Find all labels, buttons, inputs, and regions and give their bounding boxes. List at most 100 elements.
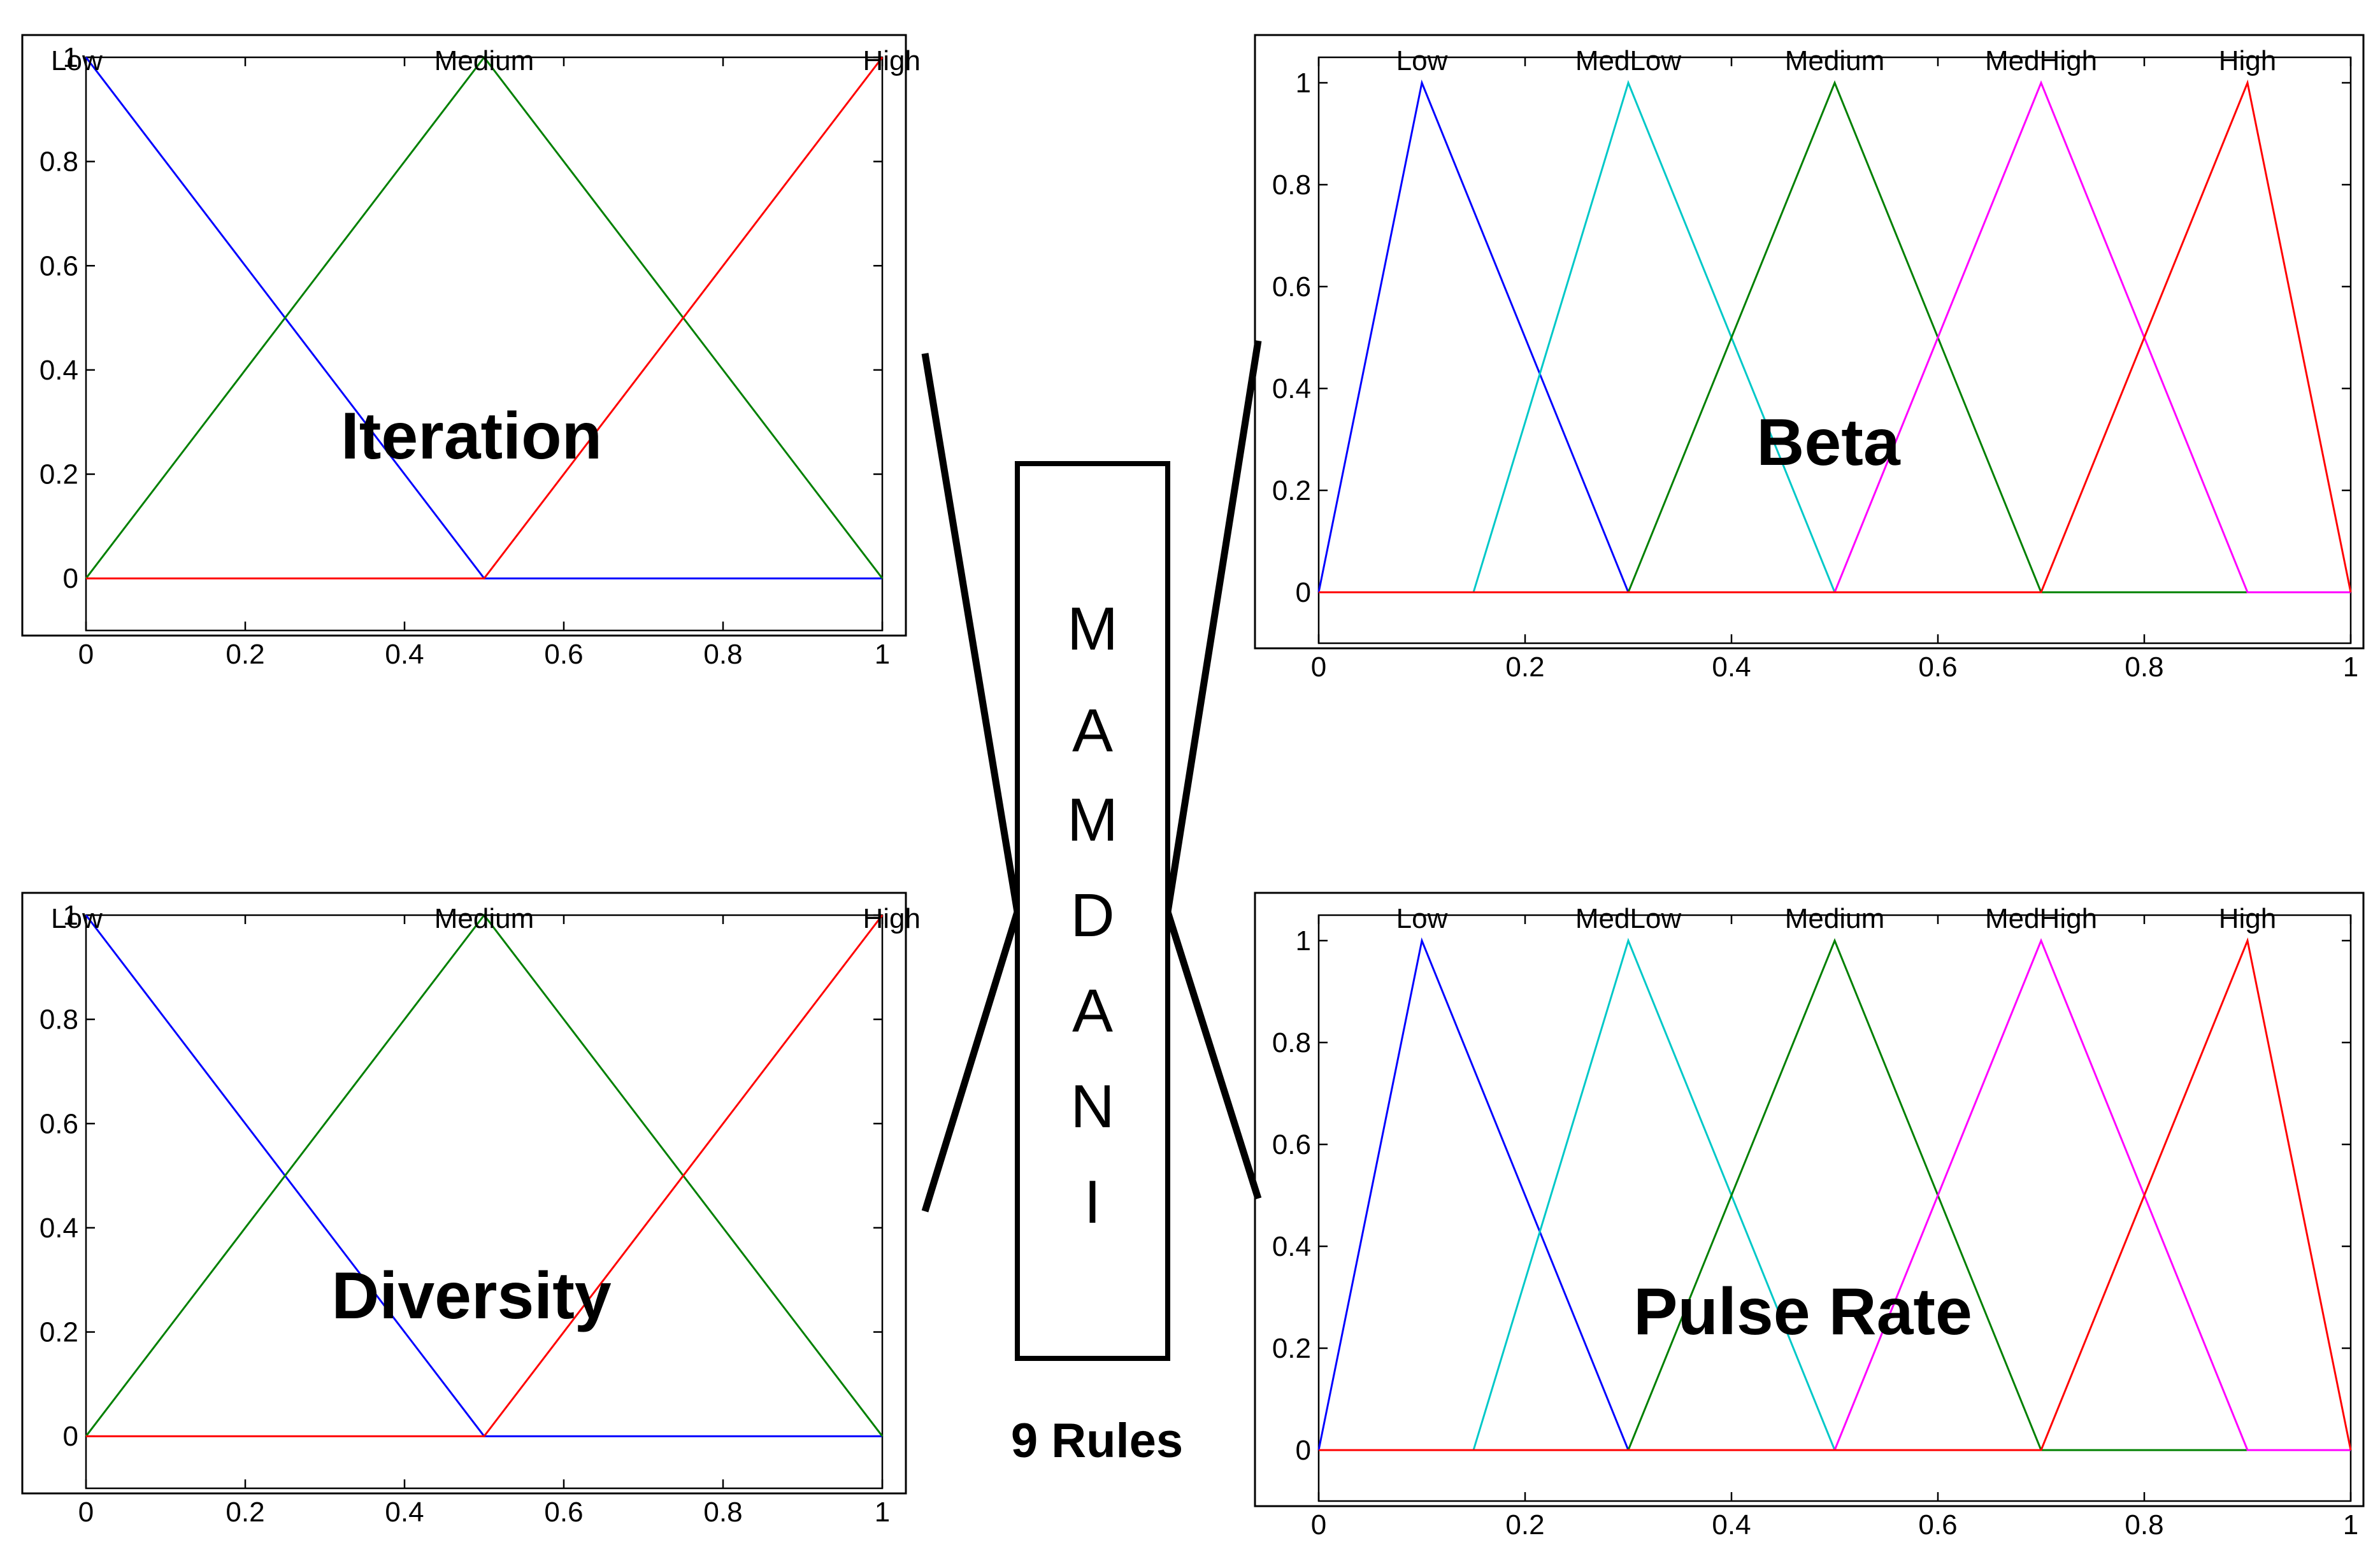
mf-label-medium: Medium	[434, 45, 534, 76]
x-tick-label: 0.8	[703, 639, 742, 670]
mf-line-medium	[1319, 938, 2351, 1451]
connector-diversity	[921, 911, 1021, 1213]
x-tick-label: 0.4	[1712, 651, 1751, 683]
mf-line-medlow	[1319, 80, 2351, 594]
y-tick-label: 0.6	[39, 250, 78, 281]
y-tick-label: 0.6	[1272, 1129, 1311, 1160]
x-tick-label: 0.8	[2125, 1509, 2163, 1541]
y-tick-label: 1	[1296, 925, 1311, 957]
mf-label-medhigh: MedHigh	[1985, 45, 2097, 76]
mf-line-medium	[85, 55, 884, 580]
mamdani-letter: M	[1067, 595, 1118, 663]
x-tick-label: 0.8	[2125, 651, 2163, 683]
mf-label-low: Low	[1396, 903, 1448, 934]
mf-label-high: High	[2219, 45, 2277, 76]
mf-line-medhigh	[1319, 938, 2351, 1451]
y-tick-label: 0.4	[1272, 1231, 1311, 1262]
mamdani-letter: M	[1067, 786, 1118, 854]
variable-label-iteration: Iteration	[341, 399, 602, 473]
mf-label-low: Low	[1396, 45, 1448, 76]
mf-label-high: High	[863, 45, 921, 76]
x-tick-label: 0	[1311, 1509, 1326, 1541]
y-tick-label: 0.4	[1272, 373, 1311, 404]
mamdani-box-frame	[1015, 461, 1170, 1361]
x-tick-label: 1	[875, 639, 890, 670]
mf-label-medium: Medium	[434, 903, 534, 934]
mf-line-medlow	[1319, 937, 2351, 1451]
x-tick-label: 0.2	[1505, 651, 1544, 683]
y-tick-label: 0.6	[1272, 271, 1311, 303]
mamdani-letter: I	[1084, 1168, 1101, 1236]
x-tick-label: 0.4	[385, 639, 424, 670]
mf-label-high: High	[2219, 903, 2277, 934]
x-tick-label: 0.6	[544, 1497, 583, 1528]
y-tick-label: 0.4	[39, 1213, 78, 1244]
axes-box	[1317, 914, 2352, 1502]
y-tick-label: 0	[63, 1421, 78, 1452]
mf-label-low: Low	[51, 903, 103, 934]
mf-line-low	[1317, 79, 2351, 594]
connector-pulse-rate	[1164, 911, 1262, 1200]
panel-frame	[1254, 892, 2365, 1507]
variable-label-pulse-rate: Pulse Rate	[1633, 1275, 1972, 1349]
connector-iteration	[921, 353, 1021, 913]
x-tick-label: 1	[2343, 651, 2358, 683]
mamdani-letter: N	[1070, 1072, 1114, 1141]
y-tick-label: 0.2	[1272, 1333, 1311, 1364]
y-tick-label: 0.8	[1272, 169, 1311, 201]
mf-line-high	[86, 57, 884, 580]
y-tick-label: 0	[1296, 577, 1311, 608]
mf-label-medlow: MedLow	[1575, 903, 1682, 934]
x-tick-label: 0.4	[385, 1497, 424, 1528]
y-tick-label: 0	[63, 563, 78, 594]
variable-label-diversity: Diversity	[331, 1259, 612, 1333]
x-tick-label: 0.8	[703, 1497, 742, 1528]
mf-line-low	[85, 915, 882, 1437]
mf-line-medium	[85, 913, 884, 1437]
mamdani-letter: A	[1072, 697, 1113, 765]
panel-frame	[21, 892, 907, 1495]
x-tick-label: 0	[1311, 651, 1326, 683]
x-tick-label: 0.6	[1918, 1509, 1957, 1541]
y-tick-label: 0.8	[39, 146, 78, 178]
mf-label-medlow: MedLow	[1575, 45, 1682, 76]
y-tick-label: 0.8	[39, 1004, 78, 1036]
mf-line-high	[1319, 937, 2352, 1451]
x-tick-label: 0.2	[226, 639, 264, 670]
y-tick-label: 0	[1296, 1435, 1311, 1466]
x-tick-label: 0	[78, 1497, 94, 1528]
y-tick-label: 0.2	[39, 459, 78, 490]
x-tick-label: 0.2	[1505, 1509, 1544, 1541]
mamdani-letter: D	[1070, 881, 1114, 950]
y-tick-label: 1	[1296, 68, 1311, 99]
mf-line-low	[85, 57, 882, 580]
x-tick-label: 0.2	[226, 1497, 264, 1528]
panel-frame	[21, 34, 907, 637]
mf-line-high	[1319, 79, 2352, 594]
mf-line-low	[1317, 937, 2351, 1451]
mamdani-inference-box: M A M D A N I	[1015, 461, 1170, 1361]
y-tick-label: 0.4	[39, 355, 78, 386]
connector-lines	[921, 340, 1262, 1213]
y-tick-label: 0.2	[39, 1317, 78, 1348]
x-tick-label: 0.6	[544, 639, 583, 670]
mf-label-medium: Medium	[1785, 45, 1885, 76]
y-tick-label: 0.2	[1272, 475, 1311, 506]
mf-label-high: High	[863, 903, 921, 934]
axes-box	[85, 914, 884, 1490]
y-tick-label: 1	[63, 42, 78, 73]
mf-label-low: Low	[51, 45, 103, 76]
y-tick-label: 1	[63, 900, 78, 931]
x-tick-label: 0.4	[1712, 1509, 1751, 1541]
mf-line-medhigh	[1319, 80, 2351, 594]
x-tick-label: 1	[2343, 1509, 2358, 1541]
variable-label-beta: Beta	[1756, 406, 1901, 480]
y-tick-label: 0.6	[39, 1108, 78, 1139]
x-tick-label: 0	[78, 639, 94, 670]
mf-label-medium: Medium	[1785, 903, 1885, 934]
rules-count-label: 9 Rules	[1011, 1414, 1183, 1468]
mf-line-medium	[1319, 80, 2351, 594]
